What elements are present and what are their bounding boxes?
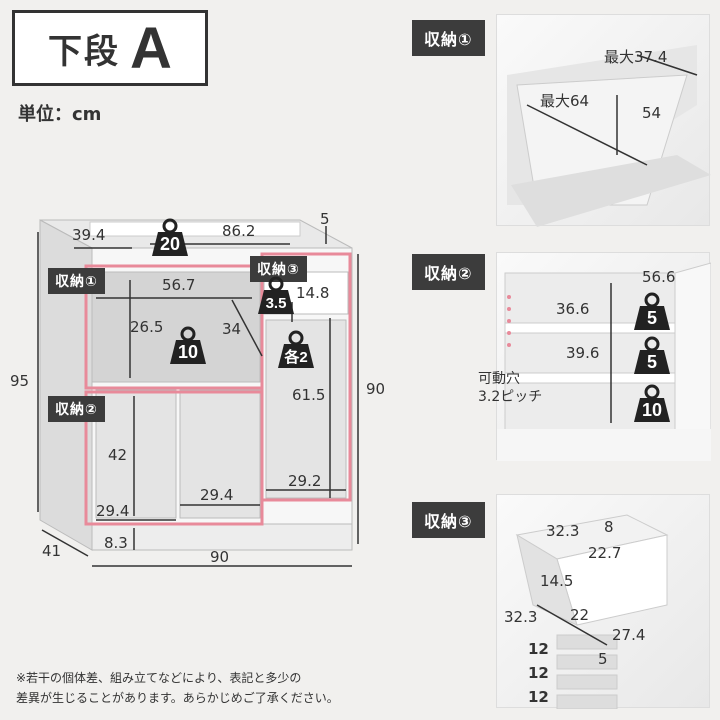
panel1-tag: 収納① — [412, 20, 485, 56]
disclaimer-line2: 差異が生じることがあります。あらかじめご了承ください。 — [16, 691, 339, 705]
panel3-d6: 22 — [570, 606, 590, 624]
panel3-d5: 32.3 — [504, 608, 538, 626]
dim-plinth: 8.3 — [104, 534, 128, 552]
weight-icon: 5 — [632, 336, 672, 376]
panel3-d2: 8 — [604, 518, 614, 536]
panel2-width: 56.6 — [642, 268, 676, 286]
weight-door-shelves-value: 各2 — [284, 349, 308, 366]
weight-icon: 3.5 — [256, 276, 296, 316]
panel1-max-width: 最大64 — [540, 92, 590, 110]
weight-icon: 20 — [150, 218, 190, 258]
storage3-photo — [496, 494, 710, 710]
dim-bottom-mid: 29.4 — [200, 486, 234, 504]
panel2-tag: 収納② — [412, 254, 485, 290]
panel2-pitch-note: 可動穴 3.2ピッチ — [478, 370, 542, 406]
panel2-pitch-line2: 3.2ピッチ — [478, 389, 543, 405]
dim-storage2-height: 42 — [108, 446, 128, 464]
panel3-d1: 32.3 — [546, 522, 580, 540]
panel2-weight2-value: 5 — [646, 352, 657, 372]
dim-width: 90 — [210, 548, 230, 566]
dim-top-right: 5 — [320, 210, 330, 228]
panel3-h2: 12 — [528, 664, 549, 682]
plinth — [91, 523, 353, 551]
disclaimer-line1: ※若干の個体差、組み立てなどにより、表記と多少の — [16, 671, 302, 685]
dim-bottom-right: 29.2 — [288, 472, 322, 490]
storage2-photo — [496, 252, 712, 461]
panel2-weight3-value: 10 — [641, 400, 663, 420]
page-title-letter: A — [130, 15, 172, 81]
weight-icon: 5 — [632, 292, 672, 332]
weight-storage1-value: 10 — [177, 342, 199, 362]
dim-depth: 41 — [42, 542, 62, 560]
panel3-h3: 12 — [528, 688, 549, 706]
dim-bottom-left: 29.4 — [96, 502, 130, 520]
panel3-d8: 5 — [598, 650, 608, 668]
storage2-tag: 収納② — [48, 396, 105, 422]
weight-icon: 10 — [168, 326, 208, 366]
unit-label: 単位：cm — [18, 104, 102, 125]
storage3-highlight — [260, 252, 352, 502]
dim-height-right: 90 — [366, 380, 386, 398]
weight-top-value: 20 — [159, 234, 181, 254]
panel3-d7: 27.4 — [612, 626, 646, 644]
dim-storage1-depth: 34 — [222, 320, 242, 338]
door-middle — [179, 389, 261, 519]
panel1-max-depth: 最大37.4 — [604, 48, 668, 66]
panel3-d3: 22.7 — [588, 544, 622, 562]
panel2-shelf1: 36.6 — [556, 300, 590, 318]
panel2-pitch-line1: 可動穴 — [478, 371, 520, 387]
storage1-photo — [496, 14, 711, 227]
weight-icon: 各2 — [276, 330, 316, 370]
dim-storage1-height: 26.5 — [130, 318, 164, 336]
dim-top-mid: 86.2 — [222, 222, 256, 240]
disclaimer-note: ※若干の個体差、組み立てなどにより、表記と多少の 差異が生じることがあります。あ… — [16, 668, 406, 708]
dim-door-inner: 61.5 — [292, 386, 326, 404]
dim-top-left: 39.4 — [72, 226, 106, 244]
dim-drawer-height: 14.8 — [296, 284, 330, 302]
cabinet-diagram — [37, 219, 359, 567]
weight-storage3-value: 3.5 — [265, 295, 287, 312]
weight-icon: 10 — [632, 384, 672, 424]
door-left — [95, 389, 177, 519]
panel2-weight1-value: 5 — [646, 308, 657, 328]
page-title: 下段 — [48, 31, 121, 72]
storage1-tag: 収納① — [48, 268, 105, 294]
panel3-d4: 14.5 — [540, 572, 574, 590]
dim-storage1-width: 56.7 — [162, 276, 196, 294]
dim-height-left: 95 — [10, 372, 30, 390]
panel1-depth: 54 — [642, 104, 662, 122]
panel3-tag: 収納③ — [412, 502, 485, 538]
panel2-shelf2: 39.6 — [566, 344, 600, 362]
panel3-h1: 12 — [528, 640, 549, 658]
title-box: 下段 A — [12, 10, 208, 86]
